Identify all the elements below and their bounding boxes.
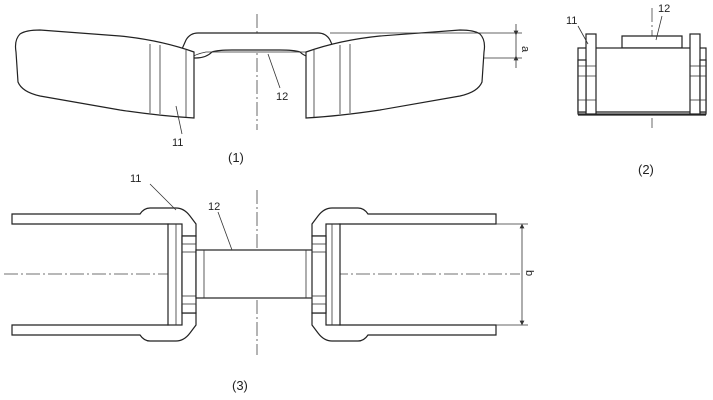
view-2-right-outer (699, 59, 707, 113)
view-3-right-inner-plate (311, 235, 327, 314)
view-2-left-plate (585, 33, 597, 115)
view-1-dim-a-label: a (519, 46, 531, 53)
view-1-label-11: 11 (172, 137, 183, 149)
view-3-left-slot-bottom (181, 295, 197, 305)
view-1-leader-12 (267, 53, 281, 89)
view-2-label-11: 11 (566, 15, 577, 27)
view-2-right-plate (689, 33, 701, 115)
view-2-top-bridge (621, 35, 683, 49)
view-3-caption: (3) (232, 378, 248, 393)
view-3-label-12: 12 (208, 201, 220, 213)
view-3-left-crossbar (167, 223, 183, 326)
view-1-leader-11 (175, 105, 183, 135)
view-2-label-12: 12 (658, 3, 670, 15)
view-3-leader-11 (149, 183, 177, 211)
view-3-label-11: 11 (130, 173, 141, 185)
view-3-top: b 11 12 (3) (4, 173, 535, 393)
view-3-dim-b-label: b (523, 270, 535, 276)
view-3-center-link (195, 249, 315, 299)
view-1-right-link (305, 29, 486, 119)
view-1-label-12: 12 (276, 91, 288, 103)
view-2-leader-12 (655, 15, 663, 41)
view-3-leader-12 (217, 211, 233, 251)
view-1-side: a 11 12 (1) (14, 14, 531, 165)
view-2-leader-11 (577, 25, 589, 45)
view-3-left-slot-top (181, 243, 197, 253)
view-3-right-slot-bottom (311, 295, 327, 305)
view-2-body (577, 47, 707, 115)
view-3-left-inner-plate (181, 235, 197, 314)
view-3-right-slot-top (311, 243, 327, 253)
view-2-end: 11 12 (2) (566, 3, 707, 177)
view-1-caption: (1) (228, 150, 244, 165)
view-1-left-link (14, 29, 195, 119)
view-2-caption: (2) (638, 162, 654, 177)
view-2-left-outer (577, 59, 587, 113)
view-3-right-crossbar (325, 223, 341, 326)
